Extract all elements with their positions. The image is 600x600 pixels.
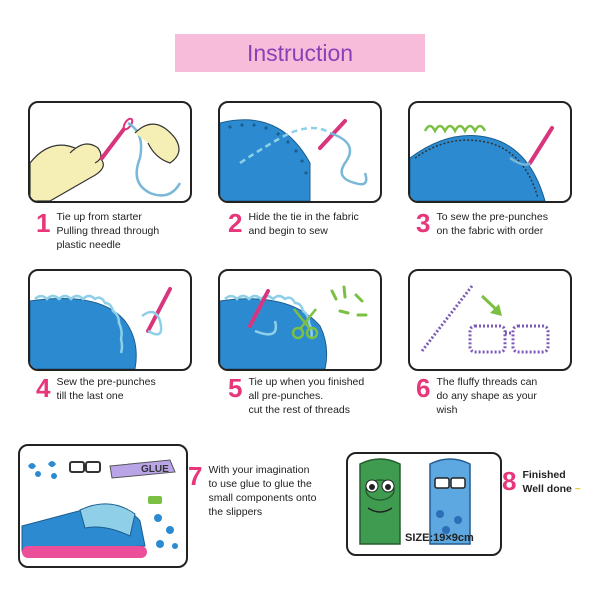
step4-illustration: [28, 269, 192, 371]
step4: 4 Sew the pre-punches till the last one: [36, 375, 156, 403]
step6: 6 The fluffy threads can do any shape as…: [416, 375, 537, 417]
step-text: till the last one: [56, 390, 124, 402]
step-text: Pulling thread through: [56, 225, 160, 237]
well-done-label: Well done: [522, 483, 572, 495]
step-number: 3: [416, 208, 431, 238]
step-text: and begin to sew: [248, 225, 328, 237]
step-text: on the fabric with order: [436, 225, 544, 237]
step-text: Tie up from starter: [56, 211, 142, 223]
step-number: 4: [36, 373, 51, 403]
step-text: wish: [436, 404, 458, 416]
step-text: Hide the tie in the fabric: [248, 211, 359, 223]
step-text: Sew the pre-punches: [56, 376, 156, 388]
step-text: cut the rest of threads: [248, 404, 351, 416]
step-text: all pre-punches.: [248, 390, 324, 402]
step-text: The fluffy threads can: [436, 376, 538, 388]
step-number: 5: [228, 373, 243, 403]
step-number: 2: [228, 208, 243, 238]
step7: 7 With your imagination to use glue to g…: [188, 463, 316, 519]
well-done-text: Well done ~: [522, 482, 580, 496]
size-label: SIZE:19×9cm: [405, 532, 474, 544]
step-text: plastic needle: [56, 239, 121, 251]
step-text: To sew the pre-punches: [436, 211, 548, 223]
step-number: 8: [502, 466, 517, 496]
squiggle-icon: ~: [574, 483, 581, 495]
step2: 2 Hide the tie in the fabric and begin t…: [228, 210, 359, 238]
step-number: 7: [188, 461, 203, 491]
step3-illustration: [408, 101, 572, 203]
step8-illustration: [346, 452, 502, 556]
step5: 5 Tie up when you finished all pre-punch…: [228, 375, 364, 417]
step-number: 6: [416, 373, 431, 403]
step-number: 1: [36, 208, 51, 238]
step2-illustration: [218, 101, 382, 203]
finished-text: Finished: [522, 469, 566, 481]
title-banner: Instruction: [175, 34, 425, 72]
step6-illustration: [408, 269, 572, 371]
step1-illustration: [28, 101, 192, 203]
page-title: Instruction: [246, 39, 354, 66]
step-text: to use glue to glue the: [208, 478, 312, 490]
step3: 3 To sew the pre-punches on the fabric w…: [416, 210, 548, 238]
step7-illustration: GLUE: [18, 444, 188, 568]
step-text: Tie up when you finished: [248, 376, 365, 388]
step-text: With your imagination: [208, 464, 310, 476]
step1: 1 Tie up from starter Pulling thread thr…: [36, 210, 159, 252]
step-text: small components onto: [208, 492, 317, 504]
step5-illustration: [218, 269, 382, 371]
step-text: the slippers: [208, 506, 263, 518]
step8: 8 Finished Well done ~: [502, 468, 581, 496]
step-text: do any shape as your: [436, 390, 537, 402]
glue-label: GLUE: [141, 464, 169, 475]
